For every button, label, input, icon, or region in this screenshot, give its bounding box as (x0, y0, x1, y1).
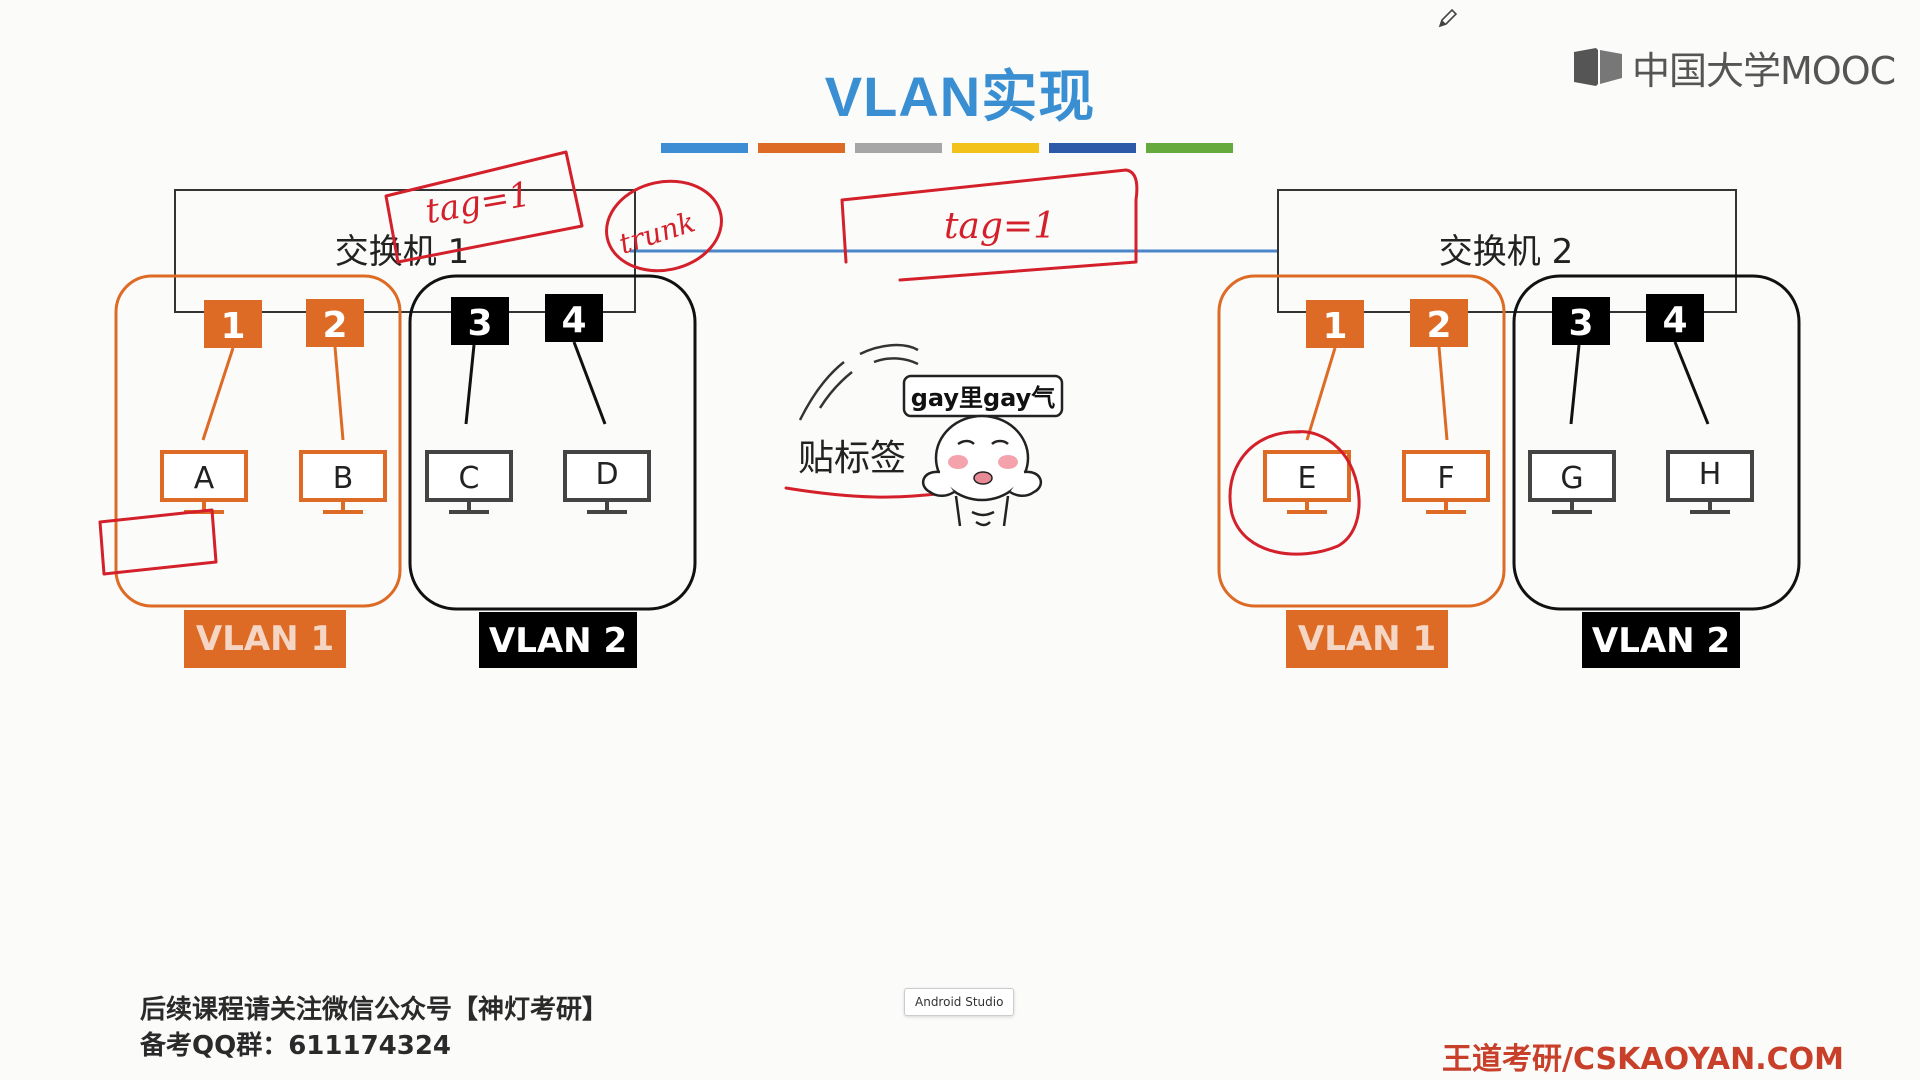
switch-1-port-1: 1 (204, 300, 262, 348)
port-label: 2 (322, 305, 347, 346)
color-bar-segment (758, 143, 845, 153)
host-e-circle (1228, 430, 1361, 556)
tag-box-left (384, 150, 584, 264)
host-d: D (563, 450, 651, 514)
caption-underline (784, 486, 938, 499)
meme: 贴标签 gay里gay气 (798, 343, 1064, 527)
port-label: 2 (1426, 305, 1451, 346)
book-icon (1574, 48, 1622, 86)
svg-text:VLAN 1: VLAN 1 (1298, 619, 1436, 659)
cable (1673, 341, 1710, 425)
switch-1: 交换机 1 (174, 189, 636, 313)
host-label: A (194, 461, 215, 496)
switch-1-port-4: 4 (545, 294, 603, 342)
slide-title: VLAN实现 (824, 65, 1096, 128)
host-e: E (1263, 450, 1351, 514)
port-label: 4 (1662, 300, 1687, 341)
color-bar-segment (855, 143, 942, 153)
host-label: G (1560, 461, 1583, 496)
color-bar (661, 143, 1233, 153)
motion-line (859, 343, 919, 356)
port-label: 3 (1568, 303, 1593, 344)
footer-wechat-line: 后续课程请关注微信公众号【神灯考研】 (140, 995, 609, 1025)
color-bar-segment (952, 143, 1039, 153)
host-label: F (1437, 461, 1454, 496)
taskbar-tooltip: Android Studio (904, 988, 1015, 1016)
red-annotations (98, 150, 1361, 576)
meme-face-icon (921, 414, 1043, 527)
cable (1437, 346, 1449, 441)
port-label: 3 (467, 303, 492, 344)
footer-website: 王道考研/CSKAOYAN.COM (1442, 1042, 1844, 1077)
cable (572, 341, 607, 425)
color-bar-segment (1049, 143, 1136, 153)
svg-text:VLAN 2: VLAN 2 (489, 621, 627, 661)
motion-line (818, 371, 853, 409)
switch-1-vlan1-group (114, 274, 402, 608)
motion-line (873, 357, 919, 366)
cable (464, 344, 476, 425)
footer-qq-line: 备考QQ群：611174324 (140, 1031, 452, 1061)
host-g: G (1528, 450, 1616, 514)
switch-2-vlan1-group (1217, 274, 1506, 608)
logo-text: 中国大学MOOC (1632, 48, 1896, 93)
switch-2-port-4: 4 (1646, 294, 1704, 342)
host-b: B (299, 450, 387, 514)
switch-2-vlan2-label: VLAN 2 (1582, 612, 1740, 668)
footer-info: 后续课程请关注微信公众号【神灯考研】 备考QQ群：611174324 (140, 992, 608, 1064)
mooc-logo: 中国大学MOOC (1572, 44, 1896, 93)
port-label: 1 (1322, 306, 1347, 347)
switch-1-port-2: 2 (306, 299, 364, 347)
svg-text:VLAN 1: VLAN 1 (196, 619, 334, 659)
tag-box-middle (840, 168, 1139, 282)
cable (201, 347, 235, 441)
switch-2-label: 交换机 2 (1439, 232, 1573, 272)
cable (1305, 347, 1337, 441)
switch-1-port-3: 3 (451, 297, 509, 345)
switch-2-port-3: 3 (1552, 297, 1610, 345)
host-a: A (160, 450, 248, 514)
host-h: H (1666, 450, 1754, 514)
cable (1569, 344, 1581, 425)
switch-2-box (1277, 189, 1737, 313)
host-label: E (1298, 461, 1317, 496)
motion-line (798, 361, 845, 421)
host-label: C (459, 461, 480, 496)
switch-2-vlan1-label: VLAN 1 (1286, 610, 1448, 668)
switch-1-vlan1-label: VLAN 1 (184, 610, 346, 668)
color-bar-segment (661, 143, 748, 153)
switch-1-vlan2-label: VLAN 2 (479, 612, 637, 668)
host-label: H (1699, 457, 1722, 492)
cable (333, 346, 345, 441)
port-label: 4 (561, 300, 586, 341)
tag-annotation-middle: tag=1 (944, 206, 1056, 247)
svg-text:VLAN 2: VLAN 2 (1592, 621, 1730, 661)
host-a-box (98, 508, 218, 576)
switch-2-port-1: 1 (1306, 300, 1364, 348)
switch-2-port-2: 2 (1410, 299, 1468, 347)
host-label: D (595, 457, 618, 492)
meme-caption: 贴标签 (798, 438, 906, 479)
host-c: C (425, 450, 513, 514)
speech-bubble-text: gay里gay气 (911, 384, 1056, 412)
host-label: B (333, 461, 354, 496)
color-bar-segment (1146, 143, 1233, 153)
host-f: F (1402, 450, 1490, 514)
trunk-circle (605, 179, 723, 273)
switch-2: 交换机 2 (1277, 189, 1737, 313)
port-label: 1 (220, 306, 245, 347)
switch-1-vlan2-group (408, 274, 697, 611)
pencil-icon[interactable] (1436, 8, 1458, 30)
switch-2-vlan2-group (1512, 274, 1801, 611)
